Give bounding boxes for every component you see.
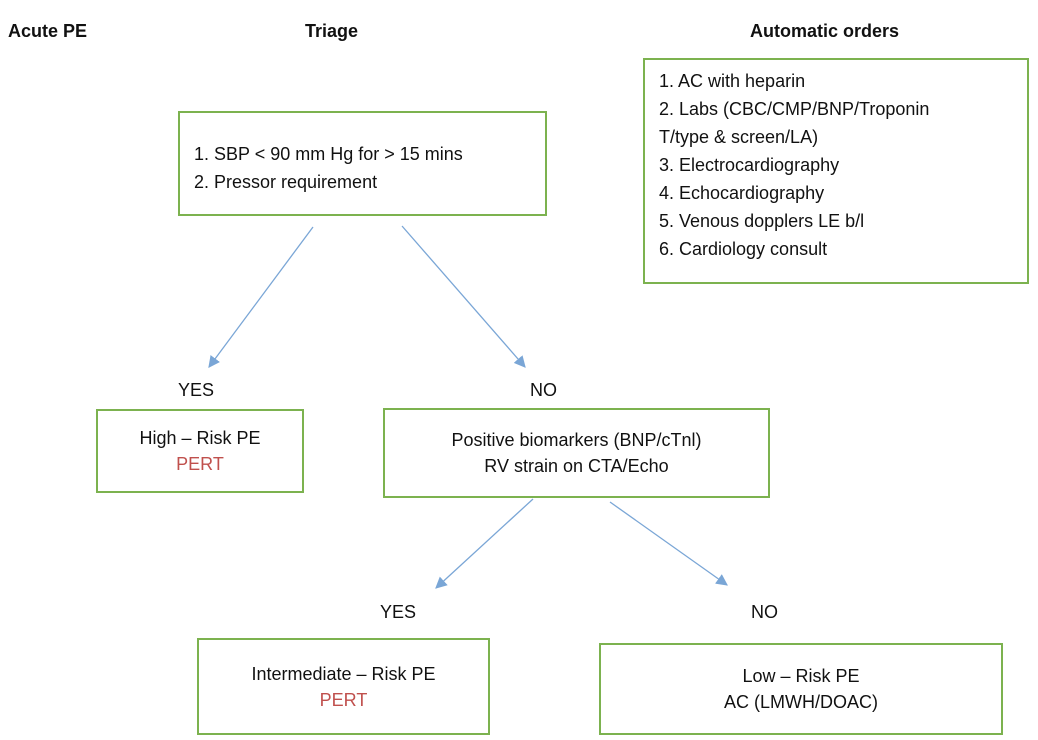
biomarker-box: Positive biomarkers (BNP/cTnl) RV strain… — [383, 408, 770, 498]
triage-criteria-box: 1. SBP < 90 mm Hg for > 15 mins 2. Press… — [178, 111, 547, 216]
intermediate-risk-title: Intermediate – Risk PE — [251, 663, 436, 684]
branch2-yes-label: YES — [380, 602, 417, 622]
header-automatic-orders: Automatic orders — [750, 21, 900, 41]
intermediate-risk-box: Intermediate – Risk PE PERT — [197, 638, 490, 735]
order-item-ecg: 3. Electrocardiography — [659, 155, 840, 175]
triage-item-pressor: 2. Pressor requirement — [194, 172, 378, 192]
automatic-orders-box: 1. AC with heparin 2. Labs (CBC/CMP/BNP/… — [643, 58, 1029, 284]
order-item-dopplers: 5. Venous dopplers LE b/l — [659, 211, 865, 231]
arrow-biomarker-no — [609, 501, 728, 586]
intermediate-risk-pert: PERT — [319, 689, 368, 710]
biomarker-line2: RV strain on CTA/Echo — [484, 456, 669, 476]
biomarker-line1: Positive biomarkers (BNP/cTnl) — [451, 430, 702, 450]
arrow-triage-yes — [208, 226, 314, 368]
order-item-labs: 2. Labs (CBC/CMP/BNP/Troponin — [659, 99, 930, 119]
arrow-biomarker-yes — [435, 498, 534, 589]
header-triage: Triage — [305, 21, 359, 41]
order-item-labs-cont: T/type & screen/LA) — [659, 127, 819, 147]
header-acute-pe: Acute PE — [8, 21, 88, 41]
high-risk-pert: PERT — [176, 454, 224, 474]
order-item-heparin: 1. AC with heparin — [659, 71, 806, 91]
order-item-cardiology: 6. Cardiology consult — [659, 239, 828, 259]
low-risk-box: Low – Risk PE AC (LMWH/DOAC) — [599, 643, 1003, 735]
low-risk-action: AC (LMWH/DOAC) — [724, 692, 878, 712]
triage-item-sbp: 1. SBP < 90 mm Hg for > 15 mins — [194, 144, 463, 164]
arrow-triage-no — [401, 225, 526, 368]
low-risk-title: Low – Risk PE — [742, 666, 860, 686]
order-item-echo: 4. Echocardiography — [659, 183, 825, 203]
branch2-no-label: NO — [751, 602, 778, 622]
branch1-no-label: NO — [530, 380, 557, 400]
high-risk-box: High – Risk PE PERT — [96, 409, 304, 493]
branch1-yes-label: YES — [178, 380, 215, 400]
high-risk-title: High – Risk PE — [139, 428, 261, 448]
